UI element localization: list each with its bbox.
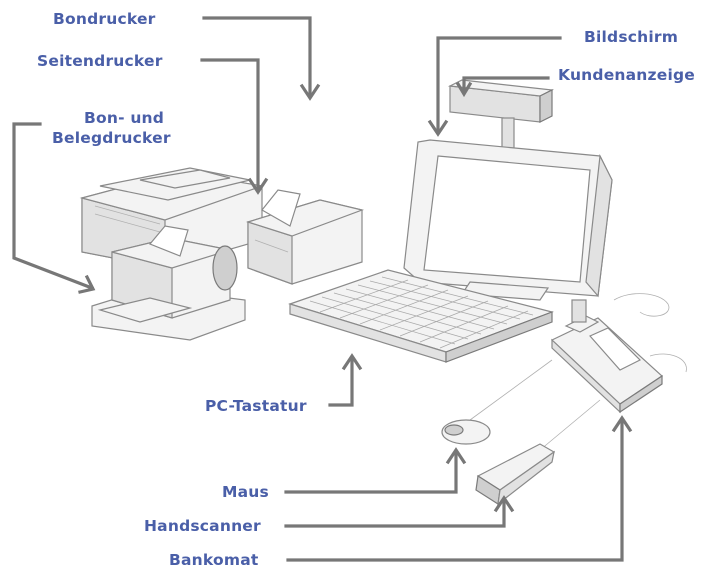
arrow-bildschirm: [427, 36, 562, 137]
label-bon-und-belegdrucker-line1: Bon- und: [84, 109, 165, 127]
label-seitendrucker: Seitendrucker: [37, 52, 163, 70]
arrow-bondrucker: [202, 16, 321, 101]
label-pc-tastatur: PC-Tastatur: [205, 397, 307, 415]
label-bon-und-belegdrucker-line2: Belegdrucker: [52, 129, 171, 147]
arrow-maus: [284, 447, 467, 494]
label-kundenanzeige: Kundenanzeige: [558, 66, 695, 84]
page-printer-illustration: [79, 167, 265, 269]
customer-display-illustration: [447, 79, 555, 149]
label-bondrucker: Bondrucker: [53, 10, 156, 28]
arrow-pc-tastatur: [328, 353, 363, 407]
label-handscanner: Handscanner: [144, 517, 261, 535]
mouse-illustration: [441, 419, 491, 445]
label-bankomat: Bankomat: [169, 551, 259, 569]
card-terminal-illustration: [469, 293, 687, 451]
document-printer-illustration: [91, 225, 246, 341]
arrow-seitendrucker: [200, 58, 269, 195]
label-maus: Maus: [222, 483, 269, 501]
arrow-handscanner: [284, 495, 515, 528]
arrow-bon-und-belegdrucker: [12, 122, 96, 294]
receipt-printer-illustration: [245, 189, 365, 285]
hand-scanner-illustration: [475, 443, 556, 506]
keyboard-illustration: [288, 269, 554, 363]
arrow-kundenanzeige: [455, 76, 550, 98]
label-bon-und-belegdrucker: Bon- und Belegdrucker: [52, 108, 212, 148]
arrow-bankomat: [286, 415, 633, 562]
label-bildschirm: Bildschirm: [584, 28, 679, 46]
monitor-illustration: [403, 139, 613, 301]
